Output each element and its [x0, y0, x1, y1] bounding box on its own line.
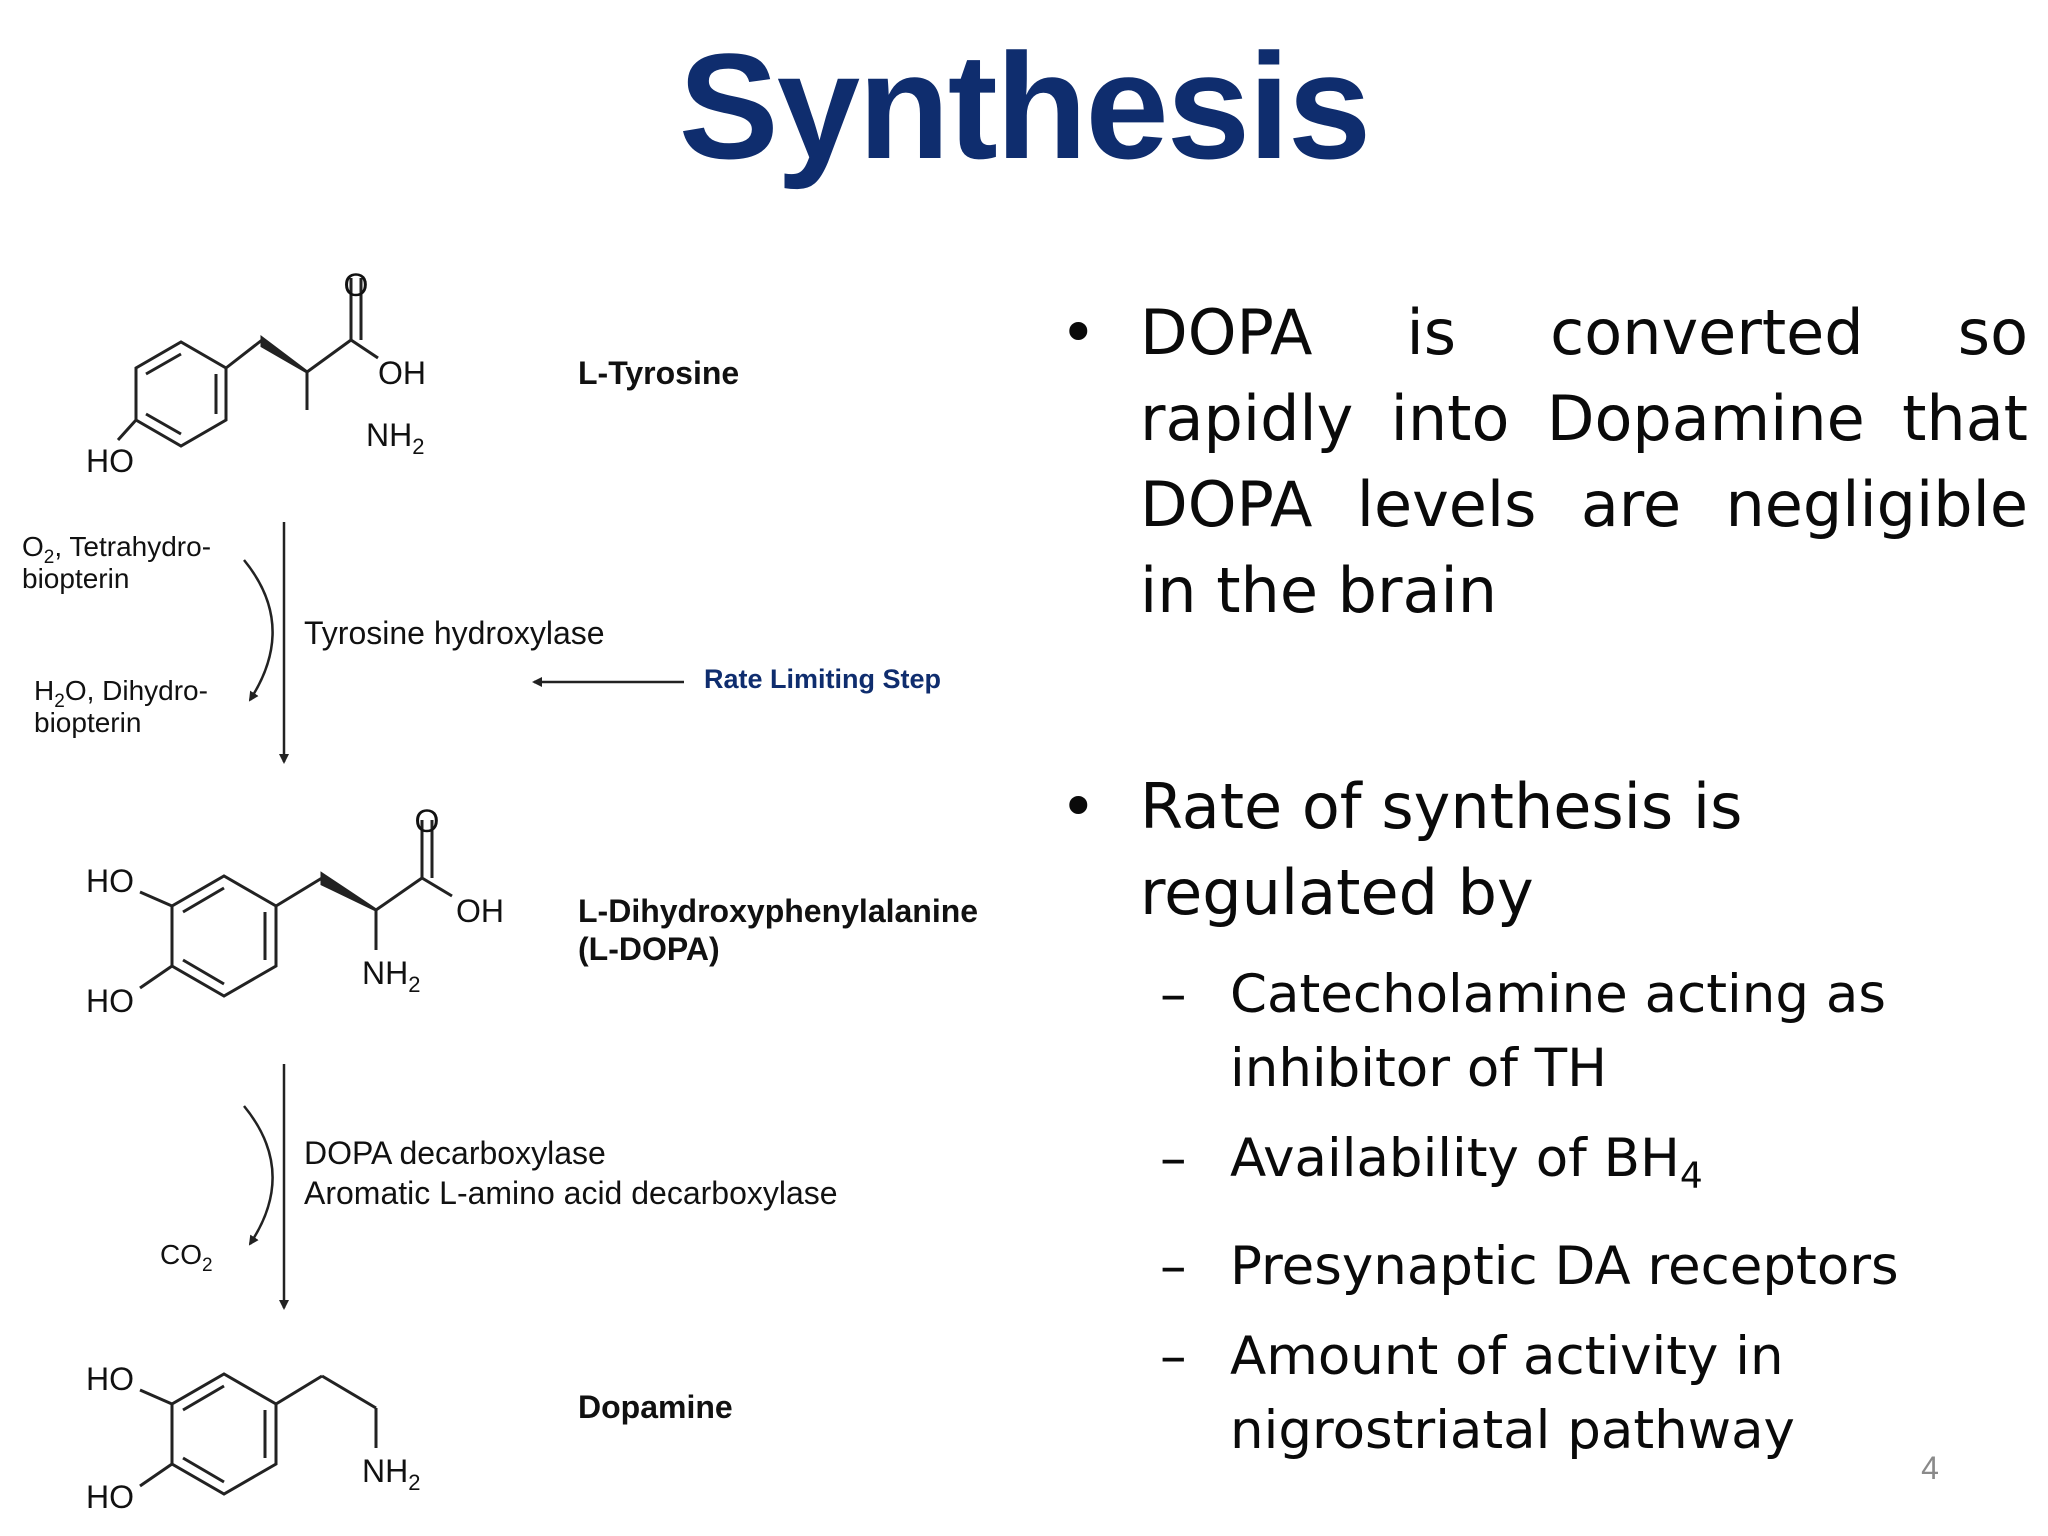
- dopamine-ho-bottom-label: HO: [86, 1479, 134, 1515]
- sub-bullet-subscript: 4: [1679, 1155, 1703, 1197]
- dopamine-synthesis-scheme: O OH NH2 HO L-Tyrosine O2, Tetrahydro- b…: [22, 267, 978, 1515]
- slide-title: Synthesis: [678, 22, 1372, 190]
- sub-bullet: – Amount of activity in nigrostriatal pa…: [1060, 1320, 2028, 1468]
- sub-bullet: – Availability of BH4: [1060, 1122, 2028, 1214]
- page-number: 4: [1921, 1450, 1939, 1486]
- bullet-marker: •: [1060, 770, 1097, 843]
- dash-marker: –: [1160, 964, 1187, 1025]
- ldopa-structure: [139, 820, 453, 998]
- sub-bullet-list: – Catecholamine acting as inhibitor of T…: [1060, 958, 2028, 1468]
- tyrosine-ho-label: HO: [86, 443, 134, 479]
- bullet-text: DOPA is converted so rapidly into Dopami…: [1140, 296, 2028, 627]
- tyrosine-structure: [116, 278, 379, 448]
- step2-arrows: [243, 1064, 289, 1310]
- bullet-list: • DOPA is converted so rapidly into Dopa…: [1060, 290, 2028, 1484]
- dash-marker: –: [1160, 1128, 1187, 1189]
- sub-bullet-text: Catecholamine acting as inhibitor of TH: [1230, 964, 1886, 1099]
- sub-bullet-text: Availability of BH: [1230, 1128, 1680, 1189]
- ldopa-name-abbrev: (L-DOPA): [578, 931, 720, 967]
- bullet-rate-regulation: • Rate of synthesis is regulated by: [1060, 764, 2028, 936]
- tyrosine-carbonyl-o-label: O: [344, 267, 369, 303]
- rate-limiting-step-label: Rate Limiting Step: [704, 664, 941, 694]
- dash-marker: –: [1160, 1325, 1187, 1387]
- step2-enzyme: DOPA decarboxylase: [304, 1135, 606, 1171]
- ldopa-nh2-label: NH2: [362, 955, 420, 997]
- dopamine-ho-top-label: HO: [86, 1361, 134, 1397]
- bullet-text: Rate of synthesis is regulated by: [1140, 770, 1743, 929]
- tyrosine-nh2-label: NH2: [366, 417, 424, 459]
- step1-cofactor-out: H2O, Dihydro-: [34, 675, 208, 712]
- bullet-dopa-conversion: • DOPA is converted so rapidly into Dopa…: [1060, 290, 2028, 634]
- ldopa-ho-bottom-label: HO: [86, 983, 134, 1019]
- sub-bullet-text: Presynaptic DA receptors: [1230, 1235, 1899, 1297]
- dopamine-name: Dopamine: [578, 1389, 733, 1425]
- step1-arrows: [243, 522, 684, 764]
- sub-bullet-text: Amount of activity in nigrostriatal path…: [1230, 1325, 1795, 1461]
- tyrosine-oh-label: OH: [378, 355, 426, 391]
- bullet-marker: •: [1060, 296, 1097, 369]
- sub-bullet: – Catecholamine acting as inhibitor of T…: [1060, 958, 2028, 1106]
- sub-bullet: – Presynaptic DA receptors: [1060, 1230, 2028, 1304]
- dopamine-structure: [139, 1372, 378, 1496]
- ldopa-carbonyl-o-label: O: [415, 803, 440, 839]
- ldopa-oh-label: OH: [456, 893, 504, 929]
- dash-marker: –: [1160, 1235, 1187, 1297]
- ldopa-ho-top-label: HO: [86, 863, 134, 899]
- dopamine-nh2-label: NH2: [362, 1453, 420, 1495]
- step2-enzyme-alt: Aromatic L-amino acid decarboxylase: [304, 1175, 838, 1211]
- ldopa-name: L-Dihydroxyphenylalanine: [578, 893, 978, 929]
- step1-cofactor-out-line2: biopterin: [34, 707, 141, 738]
- step1-cofactor-in-line2: biopterin: [22, 563, 129, 594]
- step1-cofactor-in: O2, Tetrahydro-: [22, 531, 211, 568]
- step1-enzyme: Tyrosine hydroxylase: [304, 615, 605, 651]
- step2-byproduct: CO2: [160, 1239, 213, 1276]
- tyrosine-name: L-Tyrosine: [578, 355, 739, 391]
